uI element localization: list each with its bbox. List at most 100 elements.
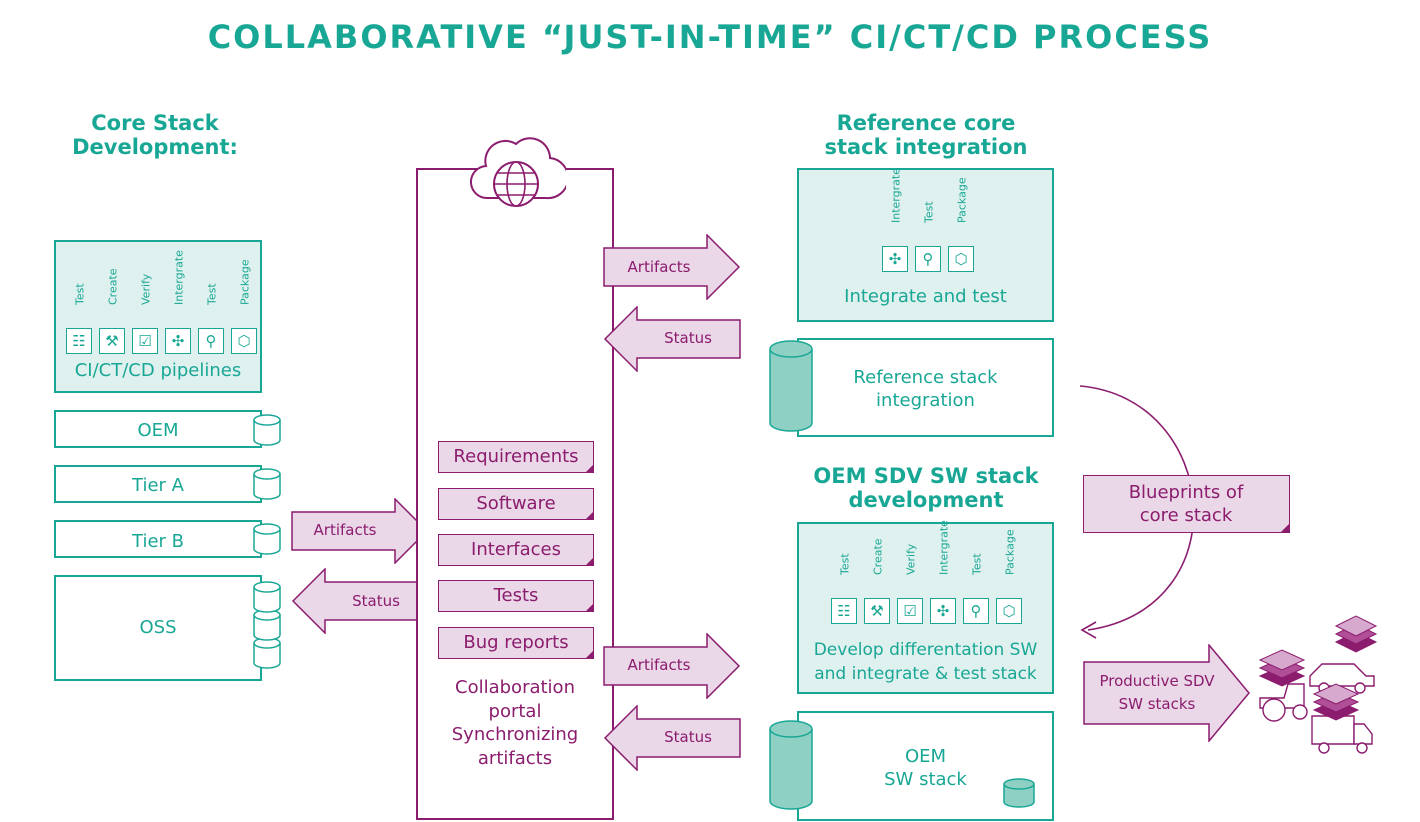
portal-caption-line: Collaboration <box>455 677 575 698</box>
blueprints-label: Blueprints of core stack <box>1084 481 1288 527</box>
stage-test: Test ☷ <box>65 283 95 354</box>
oem-box-line: and integrate & test stack <box>814 664 1037 684</box>
reference-stack-line: integration <box>876 390 975 411</box>
portal-caption-line: Synchronizing <box>451 724 579 745</box>
oem-stack-line: SW stack <box>884 769 967 790</box>
productive-line: SW stacks <box>1118 695 1196 713</box>
magnifier-icon: ⚲ <box>915 246 941 272</box>
stage-label: Test <box>205 283 219 305</box>
magnifier-icon: ⚲ <box>198 328 224 354</box>
stack-layers-icon <box>1258 649 1306 687</box>
stage-verify: Verify ☑ <box>896 544 926 624</box>
core-stack-heading-line2: Development: <box>72 135 238 159</box>
productive-line: Productive SDV <box>1099 672 1215 690</box>
package-icon: ⬡ <box>996 598 1022 624</box>
tractor-icon <box>1259 683 1308 722</box>
stage-test-2: Test ⚲ <box>962 553 992 624</box>
database-icon <box>253 523 281 555</box>
package-icon: ⬡ <box>948 246 974 272</box>
stage-create: Create ⚒ <box>98 268 128 354</box>
artifacts-arrow-bottom: Artifacts <box>603 633 741 699</box>
oem-database-icon <box>769 720 813 810</box>
stage-create: Create ⚒ <box>863 538 893 624</box>
reference-stack-label: Reference stack integration <box>799 366 1052 412</box>
stage-label: Verify <box>139 273 153 305</box>
portal-caption-line: portal <box>488 700 542 722</box>
stage-label: Test <box>922 201 936 223</box>
source-label: Tier A <box>132 475 184 496</box>
reference-database-icon <box>769 340 813 432</box>
stack-layers-icon <box>1312 683 1360 721</box>
artifact-tests: Tests <box>438 580 594 612</box>
artifacts-arrow-top: Artifacts <box>603 234 741 300</box>
arrow-label: Artifacts <box>627 656 691 674</box>
artifact-software: Software <box>438 488 594 520</box>
source-oss: OSS <box>54 575 262 681</box>
artifact-requirements: Requirements <box>438 441 594 473</box>
stage-label: Intergrate <box>937 520 951 575</box>
source-label: Tier B <box>132 531 184 552</box>
checklist-icon: ☷ <box>66 328 92 354</box>
reference-heading-line1: Reference core <box>836 111 1016 135</box>
arrow-label: Artifacts <box>627 258 691 276</box>
checklist-icon: ☷ <box>831 598 857 624</box>
stage-label: Verify <box>904 543 918 575</box>
stage-verify: Verify ☑ <box>131 274 161 354</box>
source-label: OEM <box>137 420 179 441</box>
stage-test-2: Test ⚲ <box>197 283 227 354</box>
database-icon <box>253 468 281 500</box>
database-icon <box>253 414 281 446</box>
vehicles-illustration <box>1258 615 1378 754</box>
stage-integrate: Intergrate ✣ <box>881 168 911 272</box>
arrow-label: Status <box>664 329 712 347</box>
oem-stack-line: OEM <box>904 746 947 767</box>
oem-box-line: Develop differentation SW <box>813 640 1038 660</box>
core-stack-heading: Core Stack Development: <box>55 111 255 159</box>
stage-integrate: Intergrate ✣ <box>164 250 194 354</box>
hammer-icon: ⚒ <box>99 328 125 354</box>
arrow-label: Artifacts <box>313 521 377 539</box>
database-icon <box>253 581 281 669</box>
diagram-title: COLLABORATIVE “JUST-IN-TIME” CI/CT/CD PR… <box>207 18 1213 56</box>
reference-stack-line: Reference stack <box>853 367 998 388</box>
stage-label: Package <box>955 177 969 223</box>
stage-package: Package ⬡ <box>230 259 260 354</box>
blueprints-line: core stack <box>1139 505 1233 526</box>
magnifier-icon: ⚲ <box>963 598 989 624</box>
source-label: OSS <box>139 617 177 638</box>
reference-pipeline-box: Intergrate ✣ Test ⚲ Package ⬡ Integrate … <box>797 168 1054 322</box>
artifact-bug-reports: Bug reports <box>438 627 594 659</box>
source-tier-a: Tier A <box>54 465 262 503</box>
check-list-icon: ☑ <box>132 328 158 354</box>
stage-label: Test <box>970 553 984 575</box>
corner-fold <box>1280 523 1290 533</box>
check-list-icon: ☑ <box>897 598 923 624</box>
productive-arrow: Productive SDV SW stacks <box>1083 644 1251 742</box>
truck-icon <box>1311 715 1373 754</box>
oem-pipeline-box: Test ☷ Create ⚒ Verify ☑ Intergrate ✣ Te… <box>797 520 1054 694</box>
stage-label: Test <box>73 283 87 305</box>
status-arrow-top: Status <box>603 306 741 372</box>
stage-label: Intergrate <box>172 250 186 305</box>
source-tier-b: Tier B <box>54 520 262 558</box>
reference-box-label: Integrate and test <box>844 286 1007 307</box>
puzzle-icon: ✣ <box>165 328 191 354</box>
oem-box-label: Develop differentation SW and integrate … <box>799 638 1052 686</box>
oem-stack-label: OEM SW stack <box>799 745 1052 791</box>
package-icon: ⬡ <box>231 328 257 354</box>
blueprints-line: Blueprints of <box>1128 482 1244 503</box>
arrow-label: Status <box>352 592 400 610</box>
oem-heading: OEM SDV SW stack development <box>798 464 1054 512</box>
small-database-icon <box>1003 778 1035 808</box>
puzzle-icon: ✣ <box>882 246 908 272</box>
stage-package: Package ⬡ <box>995 529 1025 624</box>
portal-caption: Collaboration portal Synchronizing artif… <box>420 676 610 770</box>
artifact-interfaces: Interfaces <box>438 534 594 566</box>
reference-heading-line2: stack integration <box>824 135 1028 159</box>
stack-layers-icon <box>1334 615 1378 653</box>
pipeline-label: CI/CT/CD pipelines <box>74 360 242 381</box>
stage-label: Intergrate <box>889 168 903 223</box>
hammer-icon: ⚒ <box>864 598 890 624</box>
status-arrow-left: Status <box>291 568 429 634</box>
core-pipeline-box: Test ☷ Create ⚒ Verify ☑ Intergrate ✣ Te… <box>54 240 262 393</box>
